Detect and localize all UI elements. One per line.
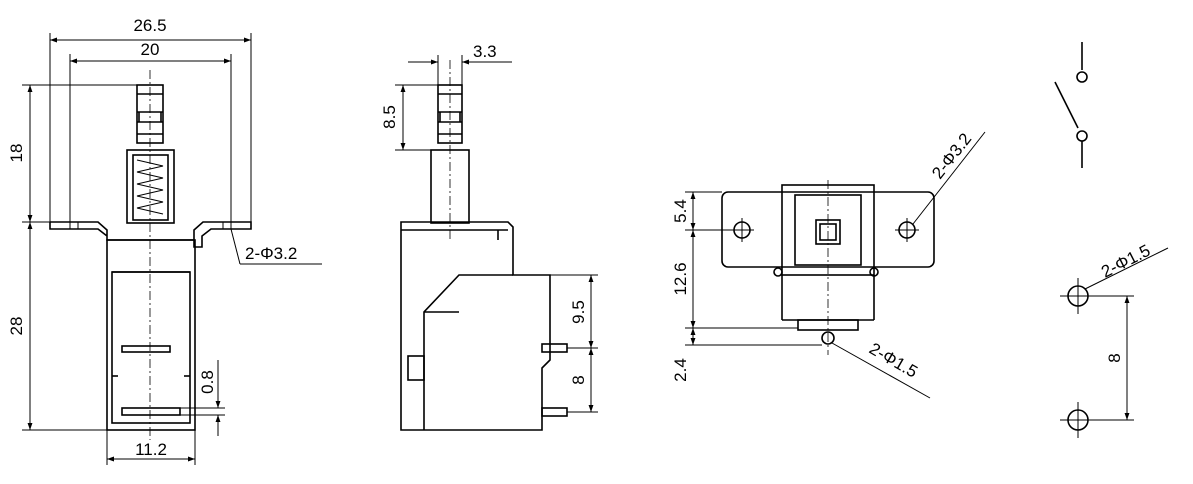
- svg-text:26.5: 26.5: [133, 16, 166, 35]
- svg-text:8.5: 8.5: [380, 105, 399, 129]
- dim-terminal-pitch: 8: [567, 348, 598, 413]
- pcb-layout: 2-Φ1.5 8: [1060, 241, 1169, 438]
- dim-plunger-travel: 8.5: [380, 84, 438, 151]
- callout-pcb-hole: 2-Φ1.5: [1084, 241, 1169, 290]
- side-body: [400, 221, 551, 431]
- svg-text:8: 8: [1105, 353, 1124, 362]
- svg-text:18: 18: [7, 144, 26, 163]
- dim-pcb-pitch: 8: [1088, 295, 1134, 421]
- svg-text:8: 8: [569, 375, 588, 384]
- svg-text:20: 20: [141, 40, 160, 59]
- svg-text:2-Φ1.5: 2-Φ1.5: [866, 339, 921, 382]
- schematic-switch-lever: [1054, 81, 1079, 129]
- callout-top-pin-hole: 2-Φ1.5: [831, 339, 931, 399]
- svg-text:2-Φ1.5: 2-Φ1.5: [1098, 241, 1153, 282]
- svg-text:2.4: 2.4: [671, 358, 690, 382]
- svg-text:0.8: 0.8: [198, 370, 217, 394]
- svg-text:5.4: 5.4: [671, 199, 690, 223]
- dim-pin-thickness: 0.8: [180, 360, 225, 436]
- svg-text:2-Φ3.2: 2-Φ3.2: [245, 244, 297, 263]
- callout-top-mount-hole: 2-Φ3.2: [912, 130, 986, 225]
- svg-text:11.2: 11.2: [135, 440, 167, 459]
- front-body: [106, 239, 196, 431]
- dim-hole-offset: 5.4: [671, 191, 730, 231]
- dim-body-depth: 12.6: [671, 230, 798, 329]
- schematic-contact-bottom: [1076, 130, 1088, 142]
- front-spring-housing: [126, 149, 175, 224]
- callout-front-mount-hole: 2-Φ3.2: [230, 228, 322, 265]
- dim-body-width: 11.2: [106, 430, 196, 465]
- svg-text:3.3: 3.3: [473, 42, 497, 61]
- dim-flange-width: 20: [69, 40, 232, 222]
- switch-schematic: [1054, 42, 1088, 168]
- dim-plunger-height: 18: [7, 84, 145, 223]
- top-pin-hole: [821, 331, 835, 345]
- svg-text:9.5: 9.5: [569, 300, 588, 324]
- front-mount-slots: [69, 222, 232, 229]
- schematic-contact-top: [1076, 71, 1088, 83]
- dim-plunger-width: 3.3: [408, 42, 512, 85]
- top-view: 5.4 12.6 2.4 2-Φ3.2 2-Φ1.5: [671, 130, 986, 399]
- front-view: 26.5 20 18 28 11.2: [7, 16, 322, 465]
- front-flange: [49, 221, 252, 248]
- svg-text:12.6: 12.6: [671, 262, 690, 295]
- dim-body-height: 28: [7, 222, 107, 431]
- dim-pin-offset: 2.4: [671, 328, 822, 382]
- dim-terminal-offset: 9.5: [550, 274, 598, 349]
- svg-text:28: 28: [7, 317, 26, 336]
- side-view: 3.3 8.5 9.5 8: [380, 42, 598, 431]
- dim-overall-width: 26.5: [49, 16, 252, 222]
